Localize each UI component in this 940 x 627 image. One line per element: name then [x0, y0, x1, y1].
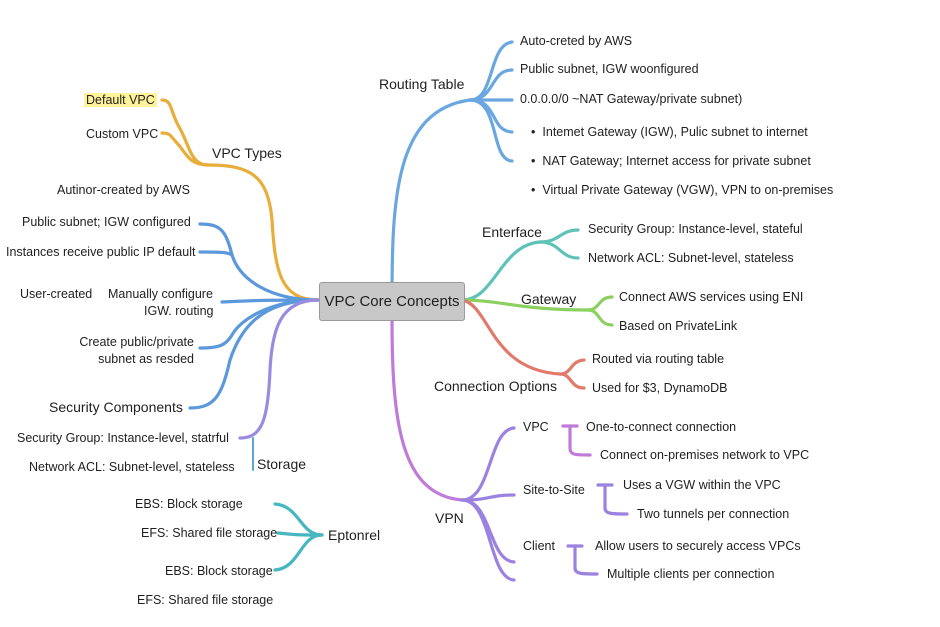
manual-config-line1[interactable]: Manually configure [108, 287, 213, 301]
vpn-site-bracket [596, 483, 629, 516]
gateway-item[interactable]: Connect AWS services using ENI [619, 290, 804, 304]
routing-table-label[interactable]: Routing Table [379, 76, 465, 92]
vpc-types-label[interactable]: VPC Types [212, 145, 282, 161]
vpn-vpc-item[interactable]: One-to-connect connection [586, 420, 737, 434]
public-subnet-node[interactable]: Public subnet; IGW configured [22, 215, 191, 229]
interface-label[interactable]: Enterface [482, 224, 542, 240]
central-topic[interactable]: VPC Core Concepts [319, 282, 465, 321]
vpn-site-node[interactable]: Site-to-Site [523, 483, 585, 497]
interface-item[interactable]: Security Group: Instance-level, stateful [588, 222, 803, 236]
storage-item-ebs-2[interactable]: EBS: Block storage [165, 564, 273, 578]
connection-item[interactable]: Routed via routing table [592, 352, 725, 366]
manual-config-line2[interactable]: IGW. routing [144, 304, 214, 318]
vpn-connector [390, 316, 464, 502]
vpn-vpc-node[interactable]: VPC [523, 420, 549, 434]
storage-connectors [273, 502, 324, 572]
security-group-node[interactable]: Security Group: Instance-level, statrful [17, 431, 229, 445]
vpn-sub-connectors [460, 426, 516, 582]
routing-item[interactable]: 0.0.0.0/0 ~NAT Gateway/private subnet) [520, 92, 743, 106]
vpn-vpc-item[interactable]: Connect on-premises network to VPC [600, 448, 810, 462]
custom-vpc-node[interactable]: Custom VPC [86, 127, 159, 141]
vpn-client-bracket [566, 544, 599, 576]
routing-bullet[interactable]: Intemet Gateway (IGW), Pulic subnet to i… [531, 125, 807, 140]
vpn-client-item[interactable]: Allow users to securely access VPCs [595, 539, 801, 553]
auto-created-heading[interactable]: Autinor-created by AWS [57, 183, 190, 197]
vpn-site-item[interactable]: Two tunnels per connection [637, 507, 790, 521]
connection-item[interactable]: Used for $3, DynamoDB [592, 381, 728, 395]
vpc-types-connectors [160, 98, 320, 302]
connection-connectors [460, 298, 586, 390]
storage-label[interactable]: Storage [257, 456, 307, 472]
vpn-client-node[interactable]: Client [523, 539, 555, 553]
vpn-client-item[interactable]: Multiple clients per connection [607, 567, 775, 581]
vpn-label[interactable]: VPN [435, 510, 464, 526]
interface-connectors [460, 228, 580, 302]
routing-item[interactable]: Auto-creted by AWS [520, 34, 633, 48]
routing-connectors [390, 40, 514, 302]
routing-bullet[interactable]: NAT Gateway; Internet access for private… [531, 154, 810, 169]
interface-item[interactable]: Network ACL: Subnet-level, stateless [588, 251, 794, 265]
storage-item-efs[interactable]: EFS: Shared file storage [141, 526, 278, 540]
security-connectors [238, 298, 320, 440]
gateway-item[interactable]: Based on PrivateLink [619, 319, 738, 333]
storage-sublabel[interactable]: Eptonrel [328, 527, 381, 543]
gateway-connectors [460, 295, 614, 327]
routing-item[interactable]: Public subnet, IGW woonfigured [520, 62, 699, 76]
connection-options-label[interactable]: Connection Options [434, 378, 557, 394]
create-subnet-line1[interactable]: Create public/private [79, 335, 194, 349]
vpn-vpc-bracket [561, 424, 592, 457]
create-subnet-line2[interactable]: subnet as resded [98, 352, 194, 366]
user-created-node[interactable]: User-created [20, 287, 93, 301]
default-vpc-node[interactable]: Default VPC [84, 93, 157, 108]
public-ip-node[interactable]: Instances receive public IP default [6, 245, 196, 259]
network-acl-node[interactable]: Network ACL: Subnet-level, stateless [29, 460, 235, 474]
storage-item-ebs[interactable]: EBS: Block storage [135, 497, 243, 511]
security-components-label[interactable]: Security Components [49, 399, 183, 415]
default-vpc-text: Default VPC [84, 93, 157, 107]
routing-bullet[interactable]: Virtual Private Gateway (VGW), VPN to on… [531, 183, 833, 198]
storage-item-efs-2[interactable]: EFS: Shared file storage [137, 593, 274, 607]
gateway-label[interactable]: Gateway [521, 291, 577, 307]
vpn-site-item[interactable]: Uses a VGW within the VPC [623, 478, 781, 492]
